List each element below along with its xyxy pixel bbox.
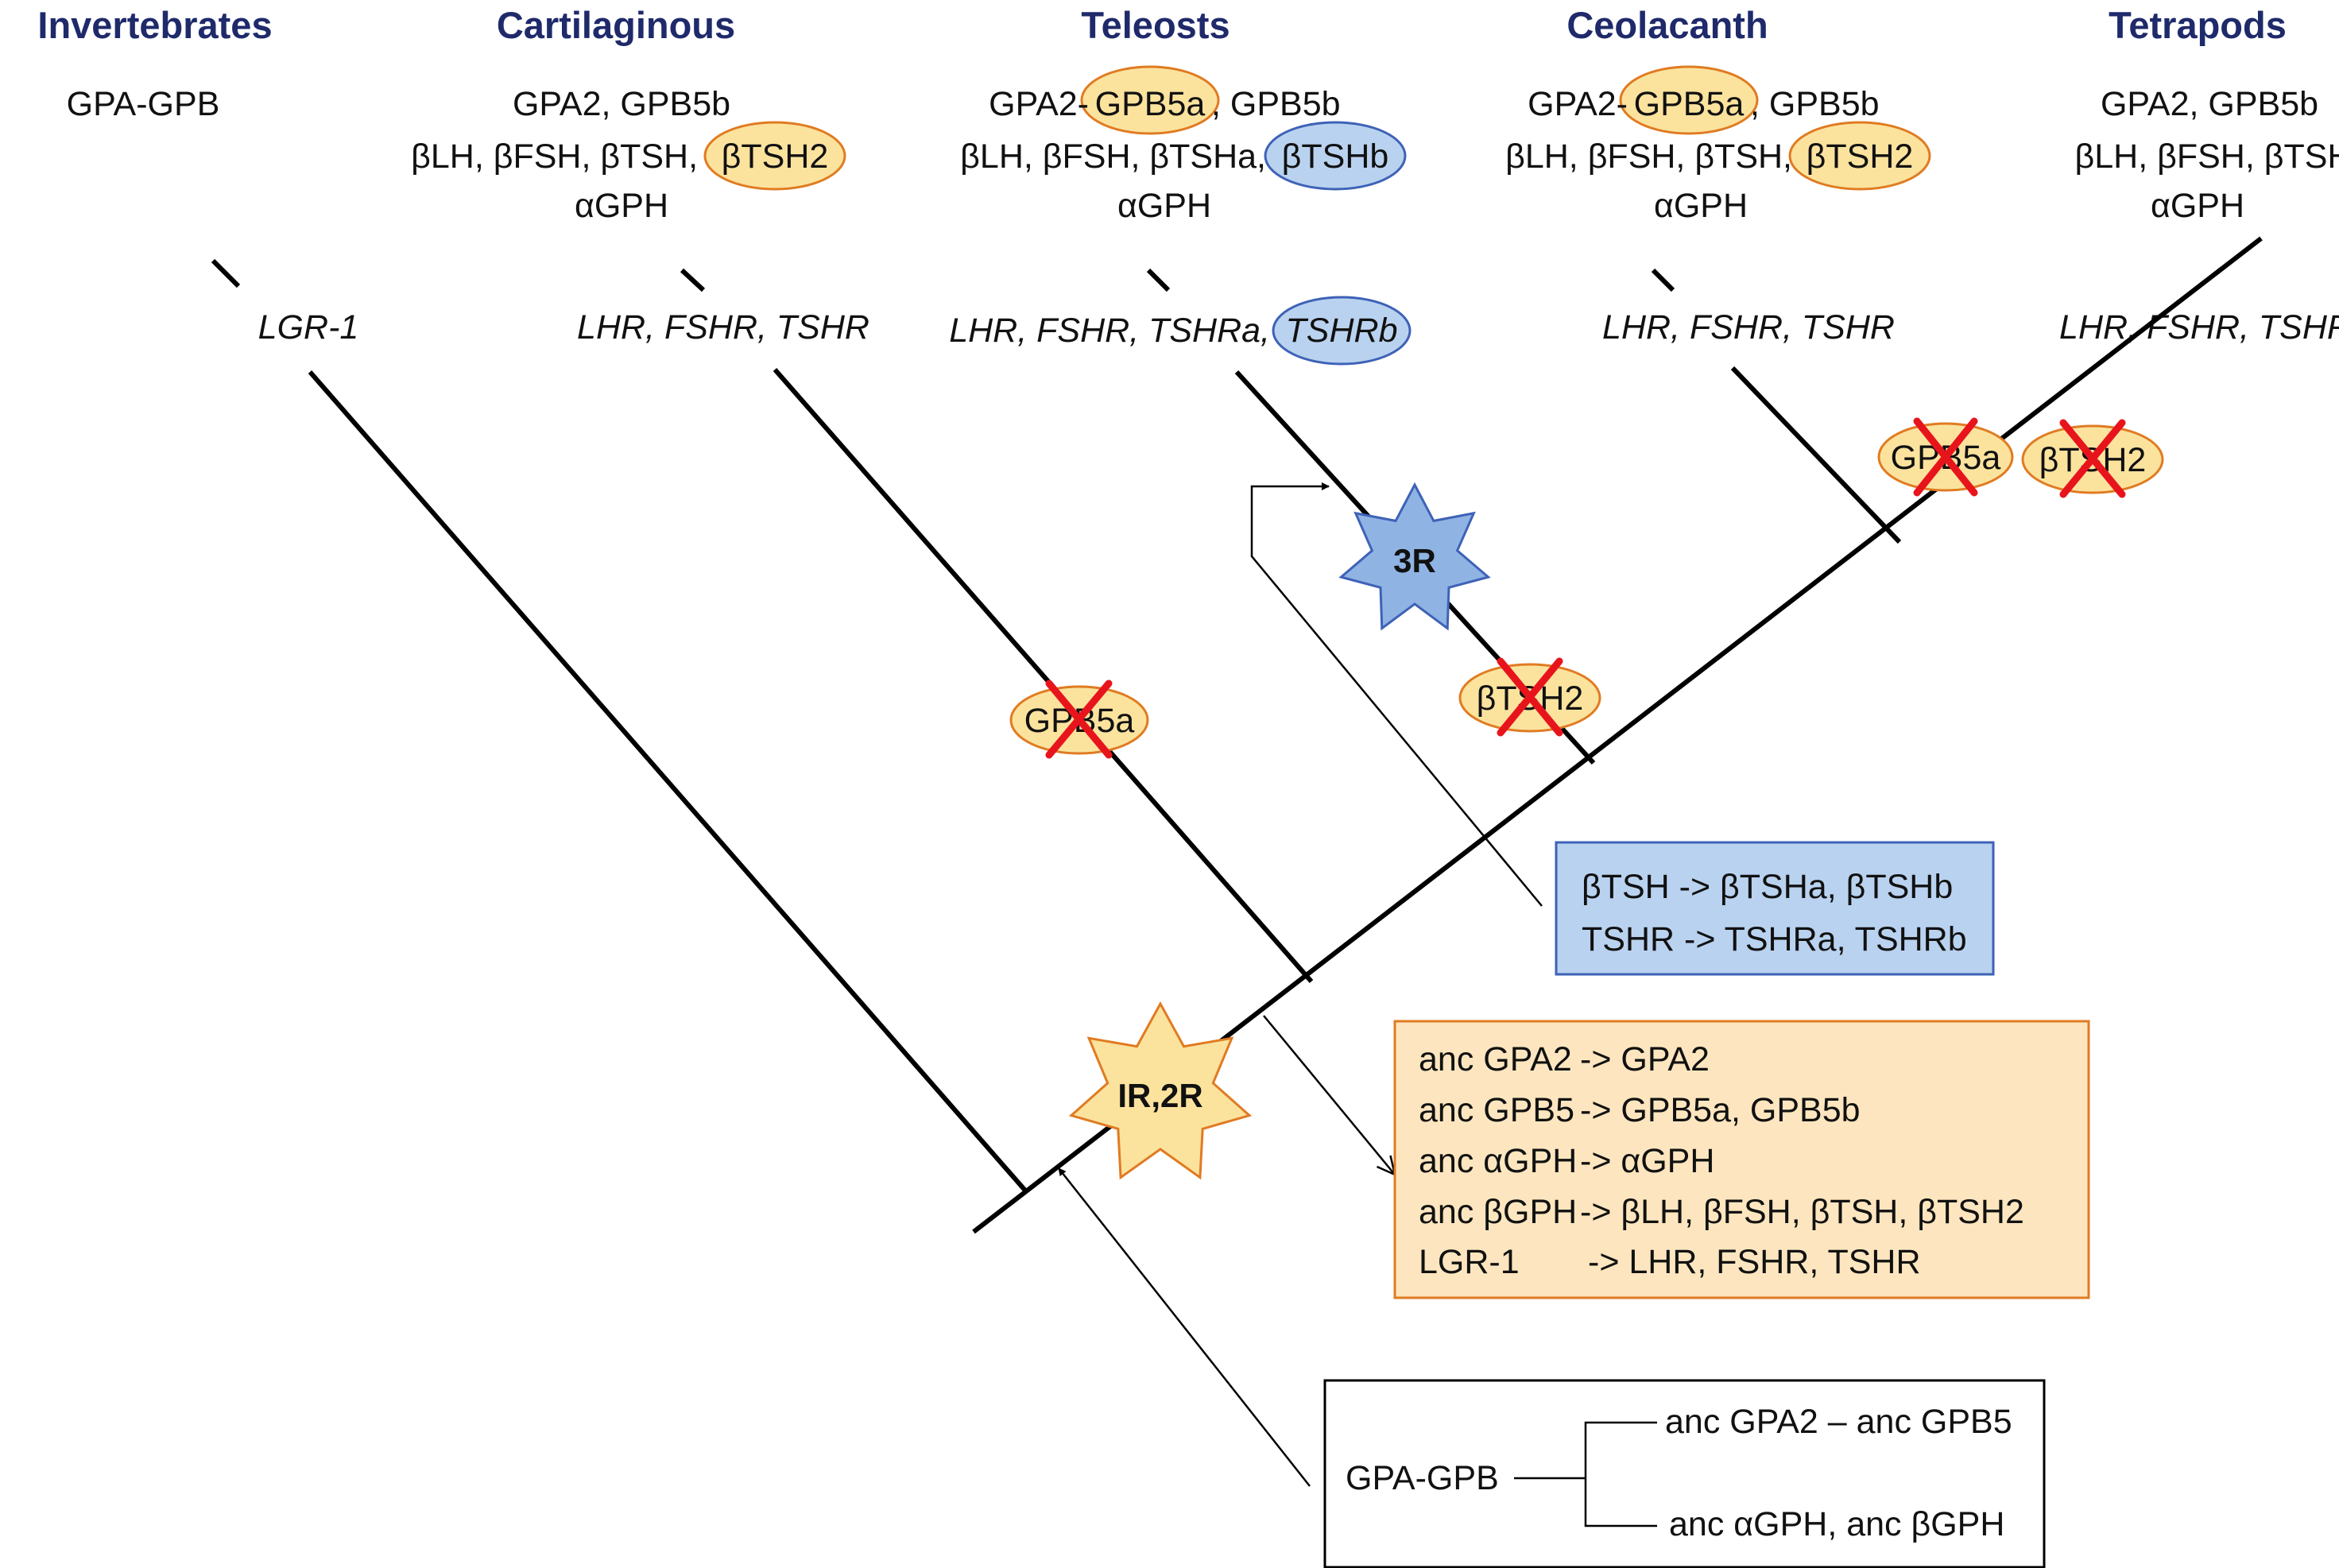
cross-icon — [1045, 679, 1113, 759]
orange-box: anc GPA2 -> GPA2 anc GPB5 -> GPB5a, GPB5… — [1393, 1020, 2090, 1299]
title-teleosts: Teleosts — [1081, 4, 1230, 46]
cartilaginous-receptors: LHR, FSHR, TSHR — [577, 308, 869, 347]
ancestor-upper-label: anc GPA2 – anc GPB5 — [1665, 1403, 2012, 1441]
arrow-orange-to-node — [1263, 1015, 1395, 1175]
orange-row-4-right: -> βLH, βFSH, βTSH, βTSH2 — [1580, 1193, 2024, 1231]
arrow-blue-to-teleost — [1250, 482, 1543, 907]
teleosts-line1-badge-text: GPB5a — [1095, 85, 1206, 123]
orange-row-2-right: -> GPB5a, GPB5b — [1580, 1091, 1861, 1129]
teleosts-branch-top — [1146, 268, 1171, 292]
ancestor-fork — [1584, 1421, 1657, 1527]
star-1r-2r-label: IR,2R — [1117, 1077, 1202, 1114]
orange-box-bg — [1393, 1020, 2090, 1299]
orange-row-1-right: -> GPA2 — [1580, 1040, 1710, 1078]
invertebrates-branch-top — [211, 258, 241, 288]
teleosts-badge-text: βTSHb — [1282, 137, 1389, 176]
tetrapods-line3: αGPH — [2151, 187, 2244, 225]
teleosts-line2: βLH, βFSH, βTSHa, βTSHb — [960, 121, 1407, 191]
cartilaginous-badge-text: βTSH2 — [722, 137, 829, 176]
loss-gpb5a-cartilaginous: GPB5a — [1009, 679, 1149, 759]
ceolacanth-line1-prefix: GPA2- — [1528, 85, 1628, 123]
title-cartilaginous: Cartilaginous — [497, 4, 735, 46]
ceolacanth-badge-text: βTSH2 — [1807, 137, 1914, 176]
ceolacanth-branch — [1730, 366, 1902, 544]
tetrapods-line2: βLH, βFSH, βTSH — [2075, 137, 2339, 176]
badge-btsh2 — [1788, 121, 1931, 191]
ceolacanth-line2: βLH, βFSH, βTSH, βTSH2 — [1505, 121, 1931, 191]
blue-box-bg — [1555, 841, 1995, 976]
cross-icon — [1497, 657, 1563, 737]
ceolacanth-line1: GPA2- GPB5a , GPB5b — [1528, 65, 1880, 135]
cross-icon — [2059, 419, 2126, 498]
blue-box-line-2: TSHR -> TSHRa, TSHRb — [1582, 920, 1967, 958]
star-3r-label: 3R — [1393, 542, 1436, 579]
orange-row-4-left: anc βGPH — [1419, 1193, 1577, 1231]
cartilaginous-line2-text: βLH, βFSH, βTSH, — [411, 137, 707, 176]
cross-icon — [1913, 417, 1978, 497]
teleosts-line1-prefix: GPA2- — [989, 85, 1089, 123]
badge-gpb5a — [1080, 65, 1220, 135]
invertebrates-hormones: GPA-GPB — [67, 85, 220, 123]
star-3r: 3R — [1338, 482, 1491, 631]
ceolacanth-branch-top — [1651, 268, 1675, 292]
orange-row-3-left: anc αGPH — [1419, 1142, 1577, 1180]
title-invertebrates: Invertebrates — [37, 4, 272, 46]
cartilaginous-line2: βLH, βFSH, βTSH, βTSH2 — [411, 121, 846, 191]
badge-btshb — [1264, 121, 1407, 191]
orange-row-1-left: anc GPA2 — [1419, 1040, 1572, 1078]
orange-row-2-left: anc GPB5 — [1419, 1091, 1574, 1129]
loss-btsh2-teleost: βTSH2 — [1458, 657, 1601, 737]
title-ceolacanth: Ceolacanth — [1566, 4, 1768, 46]
badge-gpb5a — [1619, 65, 1759, 135]
teleosts-line2-text: βLH, βFSH, βTSHa, — [960, 137, 1266, 176]
arrow-ancestor-to-root — [1058, 1167, 1311, 1487]
cartilaginous-line3: αGPH — [575, 187, 668, 225]
teleosts-line1: GPA2- GPB5a , GPB5b — [989, 65, 1341, 135]
ceolacanth-line1-badge-text: GPB5a — [1634, 85, 1745, 123]
tetrapods-line1: GPA2, GPB5b — [2101, 85, 2318, 123]
ancestor-lower-label: anc αGPH, anc βGPH — [1669, 1505, 2004, 1543]
badge-btsh2 — [703, 121, 846, 191]
title-tetrapods: Tetrapods — [2109, 4, 2287, 46]
cartilaginous-branch — [773, 368, 1314, 983]
star-1r-2r: IR,2R — [1068, 1001, 1253, 1180]
blue-box: βTSH -> βTSHa, βTSHb TSHR -> TSHRa, TSHR… — [1555, 841, 1995, 976]
orange-row-5-right: -> LHR, FSHR, TSHR — [1588, 1243, 1921, 1281]
ancestor-root-label: GPA-GPB — [1346, 1459, 1499, 1497]
cartilaginous-branch-top — [680, 268, 706, 292]
teleosts-receptors-text: LHR, FSHR, TSHRa, — [949, 312, 1270, 350]
tetrapods-receptors: LHR, FSHR, TSHR — [2059, 308, 2339, 347]
loss-btsh2-tetrapod: βTSH2 — [2021, 419, 2164, 498]
ceolacanth-line1-suffix: , GPB5b — [1750, 85, 1880, 123]
ceolacanth-line3: αGPH — [1654, 187, 1748, 225]
teleosts-receptors-badge-text: TSHRb — [1286, 312, 1398, 350]
invertebrates-branch — [308, 370, 1028, 1192]
blue-box-line-1: βTSH -> βTSHa, βTSHb — [1582, 868, 1953, 906]
star-icon — [1338, 482, 1491, 631]
invertebrates-receptors: LGR-1 — [258, 308, 359, 347]
cartilaginous-line1: GPA2, GPB5b — [513, 85, 730, 123]
teleosts-line3: αGPH — [1117, 187, 1211, 225]
ceolacanth-line2-text: βLH, βFSH, βTSH, — [1505, 137, 1792, 176]
orange-row-3-right: -> αGPH — [1580, 1142, 1714, 1180]
badge-tshrb — [1272, 296, 1412, 366]
ancestor-box: GPA-GPB anc GPA2 – anc GPB5 anc αGPH, an… — [1323, 1379, 2046, 1568]
ceolacanth-receptors: LHR, FSHR, TSHR — [1602, 308, 1895, 347]
ancestor-box-bg — [1323, 1379, 2046, 1568]
teleosts-line1-suffix: , GPB5b — [1211, 85, 1341, 123]
orange-row-5-left: LGR-1 — [1419, 1243, 1520, 1281]
loss-gpb5a-tetrapod: GPB5a — [1877, 417, 2014, 497]
star-icon — [1068, 1001, 1253, 1180]
teleosts-receptors: LHR, FSHR, TSHRa, TSHRb — [949, 296, 1412, 366]
